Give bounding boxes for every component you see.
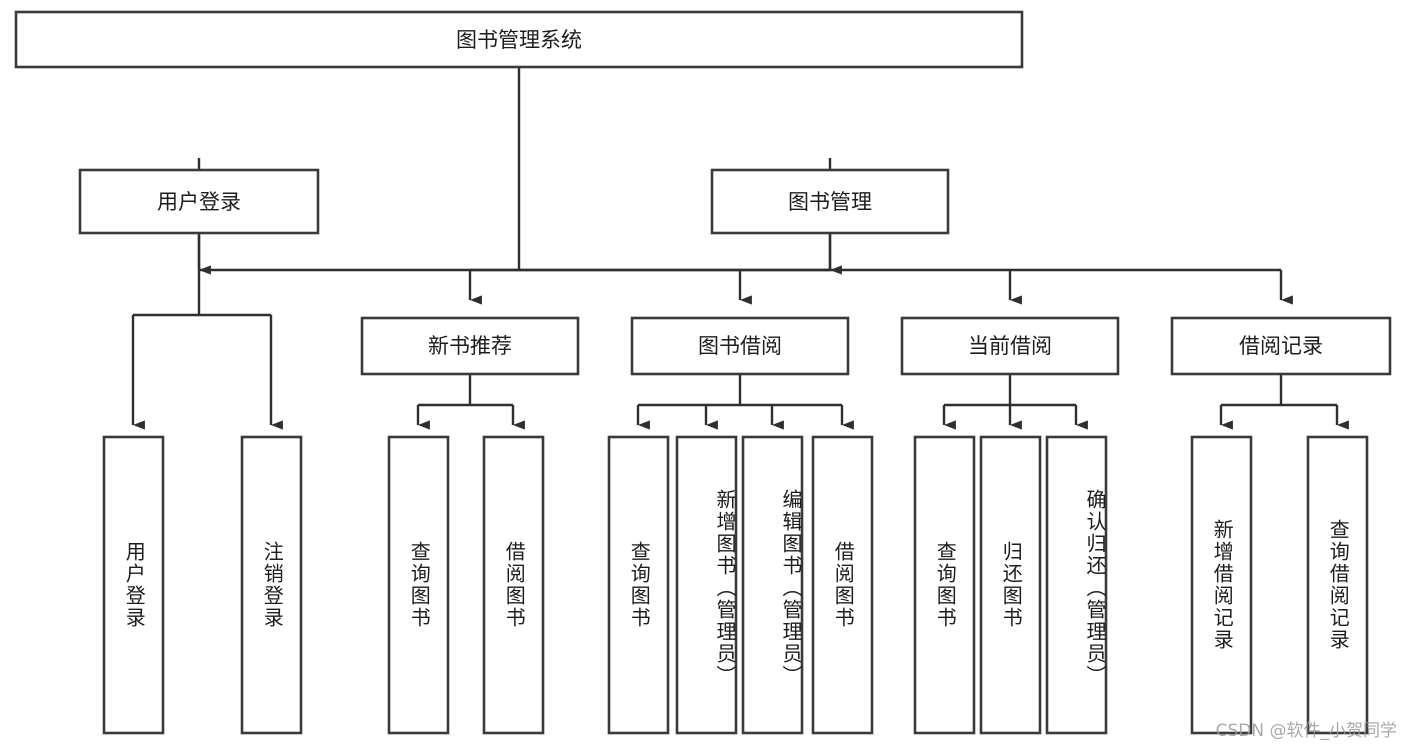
- node-borrow-record-box[interactable]: [1170, 316, 1392, 376]
- leaf-box-user-login-1[interactable]: [102, 435, 165, 735]
- node-book-borrow-box[interactable]: [630, 316, 850, 376]
- node-root-label: 图书管理系统: [456, 28, 582, 52]
- leaf-box-book-borrow-1[interactable]: [607, 435, 670, 735]
- connector-layer: [131, 67, 1349, 430]
- node-new-book-label: 新书推荐: [428, 334, 512, 358]
- leaf-box-current-borrow-1[interactable]: [913, 435, 976, 735]
- node-user-login-label: 用户登录: [157, 190, 241, 214]
- node-root-box[interactable]: [14, 10, 1024, 69]
- node-current-borrow-label: 当前借阅: [968, 334, 1052, 358]
- node-current-borrow[interactable]: 当前借阅: [900, 316, 1120, 376]
- leaf-box-borrow-record-2[interactable]: [1306, 435, 1369, 735]
- leaf-box-book-borrow-4[interactable]: [811, 435, 874, 735]
- node-book-borrow[interactable]: 图书借阅: [630, 316, 850, 376]
- node-new-book-recommend[interactable]: 新书推荐: [360, 316, 580, 376]
- node-current-borrow-box[interactable]: [900, 316, 1120, 376]
- node-root[interactable]: 图书管理系统: [14, 10, 1024, 69]
- node-book-manage[interactable]: 图书管理: [710, 168, 950, 235]
- csdn-watermark: CSDN @软件_小贺同学: [1215, 721, 1397, 741]
- leaf-box-book-borrow-2[interactable]: [675, 435, 738, 735]
- node-new-book-box[interactable]: [360, 316, 580, 376]
- node-borrow-record[interactable]: 借阅记录: [1170, 316, 1392, 376]
- leaf-box-new-book-2[interactable]: [482, 435, 545, 735]
- leaf-box-new-book-1[interactable]: [387, 435, 450, 735]
- node-book-manage-label: 图书管理: [788, 190, 872, 214]
- leaf-box-current-borrow-3[interactable]: [1045, 435, 1108, 735]
- leaf-box-borrow-record-1[interactable]: [1190, 435, 1253, 735]
- node-borrow-record-label: 借阅记录: [1239, 334, 1323, 358]
- node-user-login[interactable]: 用户登录: [78, 168, 320, 235]
- leaf-box-current-borrow-2[interactable]: [979, 435, 1042, 735]
- leaf-box-book-borrow-3[interactable]: [741, 435, 804, 735]
- node-book-borrow-label: 图书借阅: [698, 334, 782, 358]
- leaf-box-user-login-2[interactable]: [240, 435, 303, 735]
- node-book-manage-box[interactable]: [710, 168, 950, 235]
- node-user-login-box[interactable]: [78, 168, 320, 235]
